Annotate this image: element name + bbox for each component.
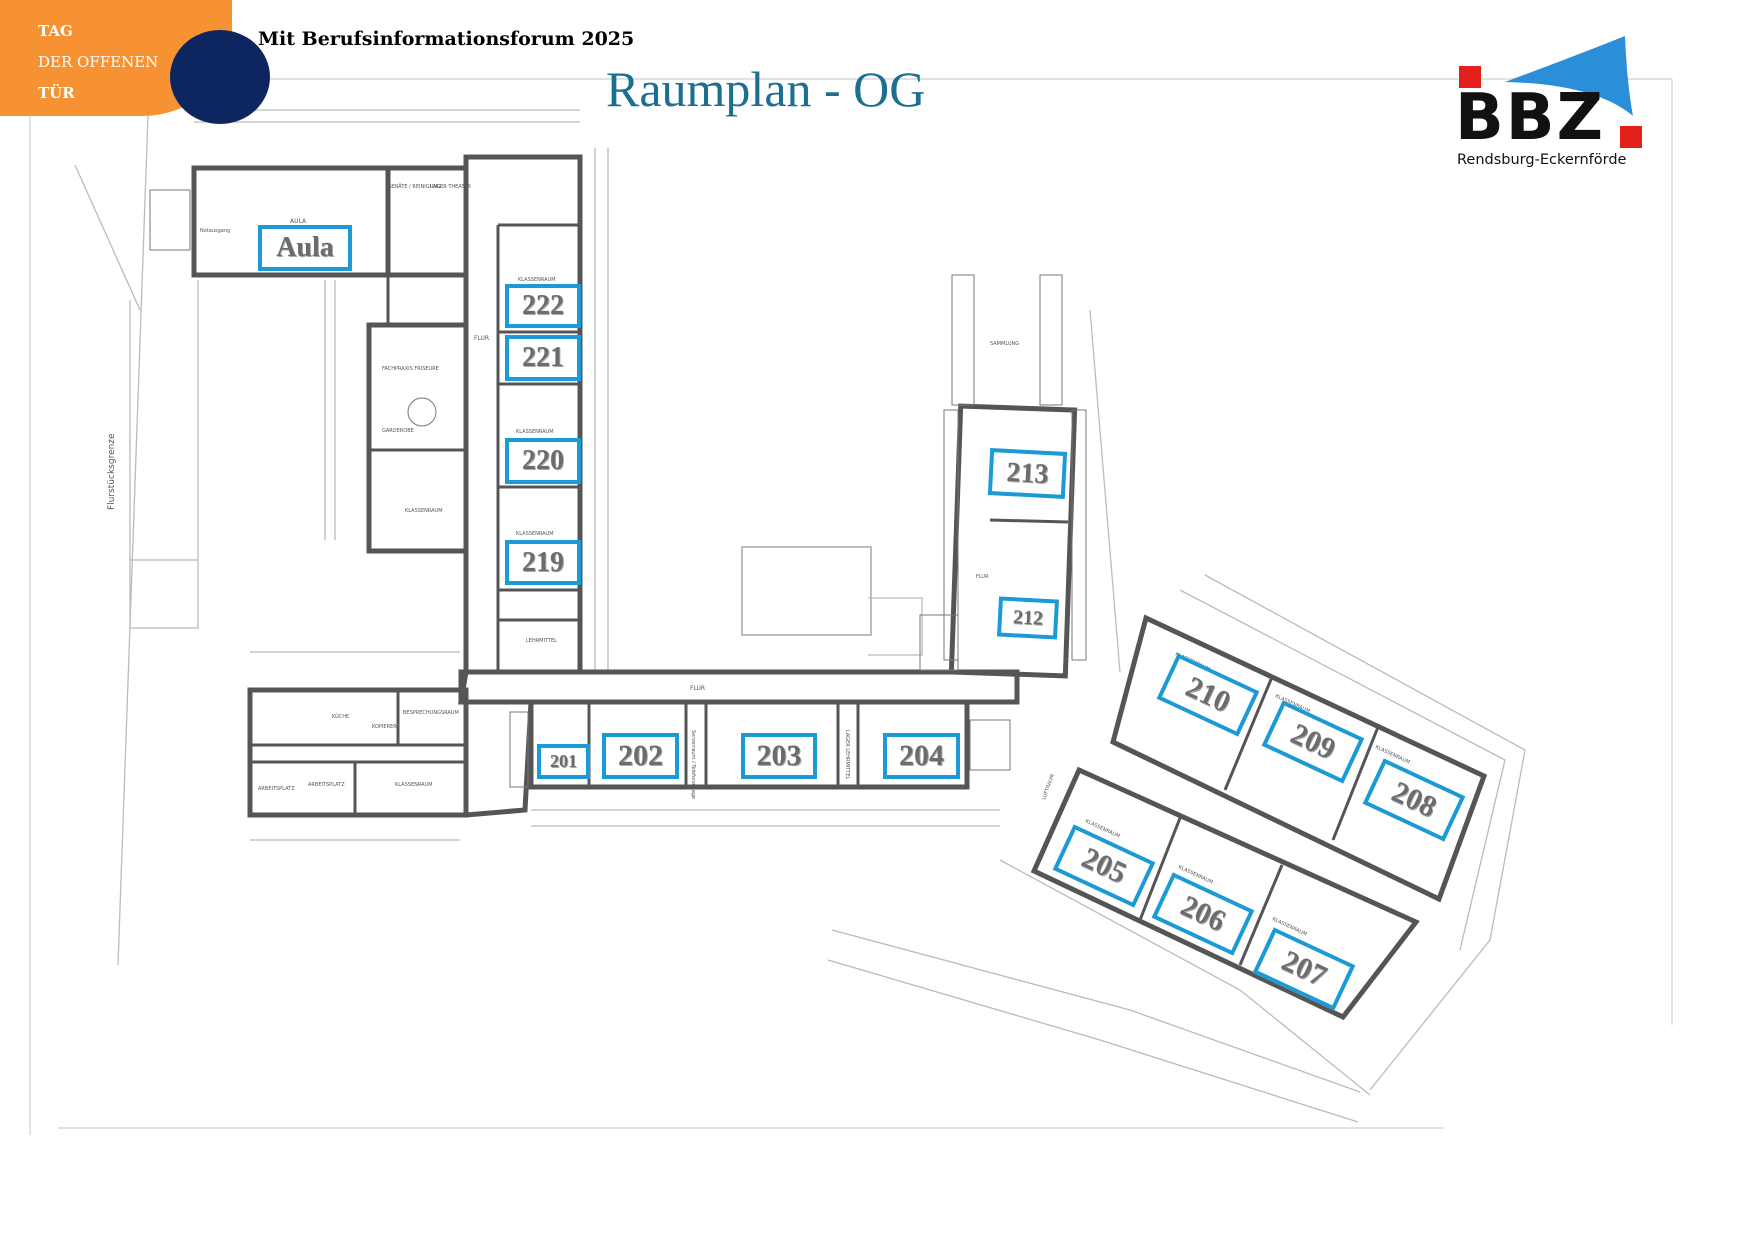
se-upper-wing [1110,614,1488,903]
label-besprechung: BESPRECHUNGSRAUM [403,710,459,716]
logo-red-square [1620,126,1642,148]
room-204[interactable]: 204 [883,733,960,779]
label-klassenraum-219: KLASSENRAUM [516,531,554,537]
label-kueche: KÜCHE [332,713,349,720]
label-geraete: GERÄTE / REINIGUNG [388,183,441,190]
walls [191,154,1488,1021]
room-203[interactable]: 203 [741,733,817,779]
room-213[interactable]: 213 [987,448,1068,499]
label-luftraum: LUFTRAUM [1041,774,1056,801]
west-block [247,687,469,818]
page-title: Raumplan - OG [606,61,926,117]
label-klassenraum-mid: KLASSENRAUM [405,508,443,514]
label-flur-north: FLUR [474,335,489,342]
label-sammlung: SAMMLUNG [990,341,1019,347]
subtitle: Mit Berufsinformationsforum 2025 [258,28,635,50]
label-lager-lehrmittel: LAGER LEHRMITTEL [844,730,850,779]
label-klassenraum-222: KLASSENRAUM [518,277,556,283]
label-notausgang: Notausgang [200,228,230,234]
logo-location: Rendsburg-Eckernförde [1457,152,1627,168]
connector [458,671,534,818]
room-aula[interactable]: Aula [258,225,352,271]
badge-line-1: TAG [38,22,73,40]
label-arbeitsplatz-1: ARBEITSPLATZ [258,786,295,792]
label-arbeitsplatz-2: ARBEITSPLATZ [308,782,345,788]
bbz-logo: BBZ Rendsburg-Eckernförde [1455,34,1645,174]
label-flur-ne: FLUR [976,574,989,580]
label-garderobe: GARDEROBE [382,428,414,434]
badge-line-3: TÜR [38,84,75,102]
label-klassenraum-220: KLASSENRAUM [516,429,554,435]
badge-line-2: DER OFFENEN [38,53,159,71]
se-lower-wing [1030,766,1420,1021]
label-kopierer: KOPIERER [372,724,397,730]
label-lager-theater: LAGER THEATER [430,184,472,190]
plan-labels: AULA Notausgang GERÄTE / REINIGUNG LAGER… [200,183,1411,938]
label-flur-south: FLUR [690,685,705,692]
sheet-frame [29,78,1673,1135]
label-aula: AULA [290,218,307,225]
label-server: Serverraum / Telefonanlage [690,730,696,799]
friseure-block [366,322,469,554]
room-220[interactable]: 220 [505,438,581,484]
south-corridor [458,669,1020,705]
north-wing [463,154,583,675]
room-219[interactable]: 219 [505,540,581,585]
label-friseure: FACHPRAXIS FRISEURE [382,366,439,372]
label-grenze: Flurstücksgrenze [107,433,117,510]
sail-icon [1459,36,1633,116]
label-lehrmittel: LEHRMITTEL [526,638,557,644]
logo-mark: BBZ [1455,81,1605,155]
room-201[interactable]: 201 [537,744,590,779]
stairs [149,189,1087,788]
room-222[interactable]: 222 [505,284,581,328]
site-lines [74,109,1526,1123]
room-212[interactable]: 212 [996,596,1060,640]
navy-circle [170,30,270,124]
room-221[interactable]: 221 [505,335,581,381]
ne-wing [948,403,1078,679]
label-klassenraum-west: KLASSENRAUM [395,782,433,788]
room-202[interactable]: 202 [602,733,679,779]
